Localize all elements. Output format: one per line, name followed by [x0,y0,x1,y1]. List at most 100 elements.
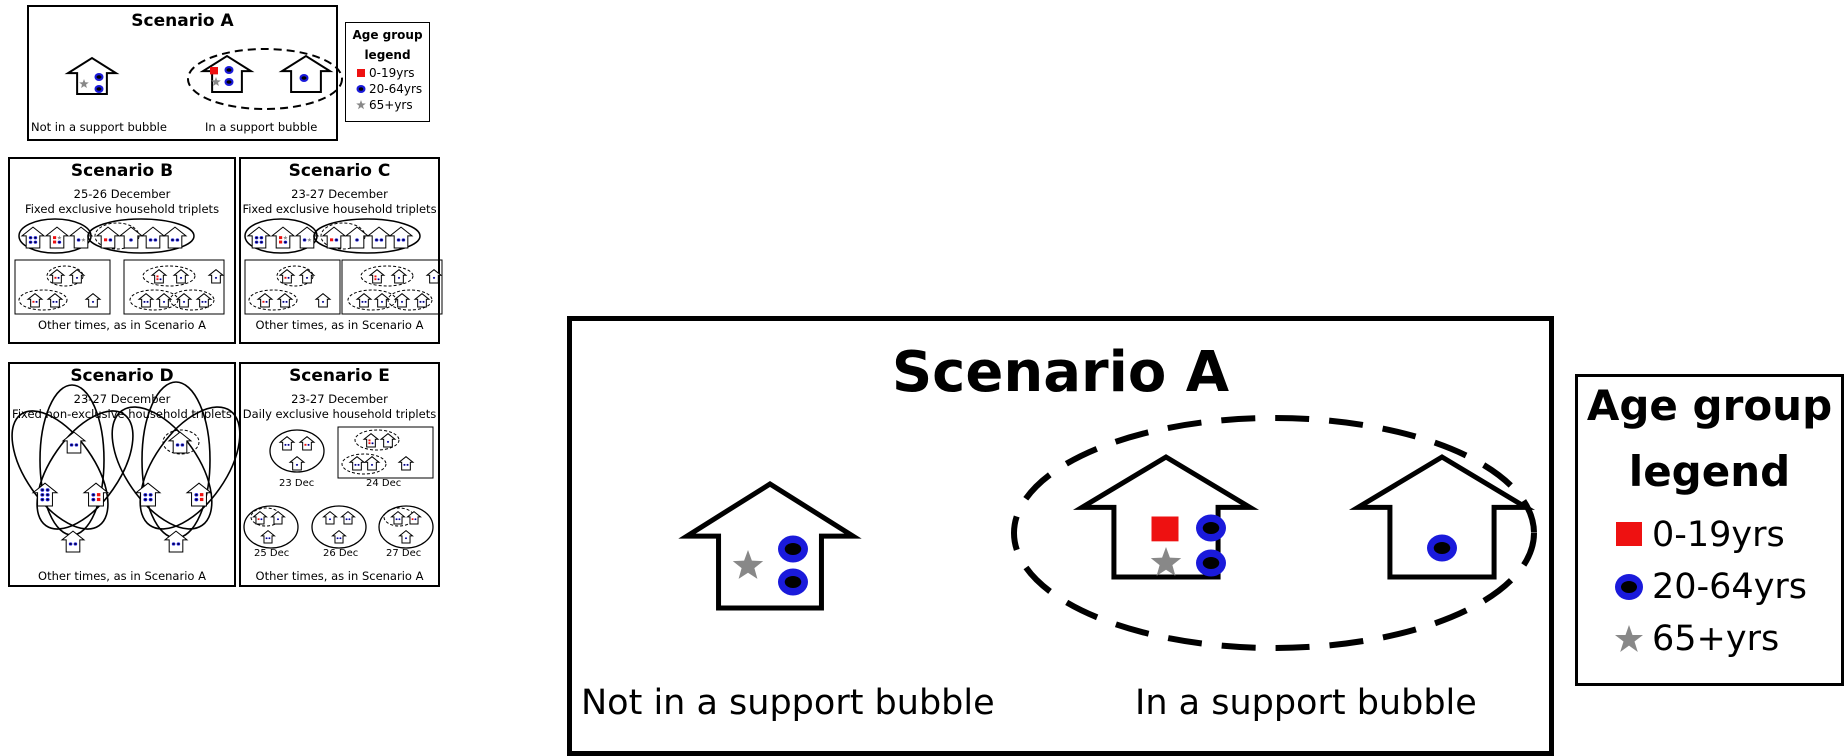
house-icon [256,293,274,308]
house-icon [390,269,408,284]
other-times-box [14,259,111,315]
adult-circle-core [336,537,339,539]
legend-item-child-small: 0-19yrs [356,65,429,81]
house-icon [355,293,373,308]
daily-bubble-25-dec [243,505,299,549]
house-icon [331,530,347,544]
house-icon [366,226,392,249]
adult-circle-core [34,237,37,239]
adult-circle-core [52,301,55,303]
scenario-d-description: Fixed non-exclusive household triplets [12,407,232,421]
adult-circle-core [784,543,802,555]
house-icon [276,293,294,308]
support-bubble-outline-small [187,48,343,110]
legend-title-small: Age group legend [346,25,429,65]
house-icon [363,456,381,471]
adult-circle-core [282,301,285,303]
adult-circle-core [322,301,324,303]
adult-circle-core [265,301,268,303]
scenario-e-footer: Other times, as in Scenario A [255,569,424,583]
child-red-square-icon [411,518,414,521]
day-label-24-dec: 24 Dec [366,478,402,489]
adult-circle-core [356,239,358,241]
mini-bubble [387,289,433,311]
legend-label-elderly-small: 65+yrs [369,98,413,112]
adult-circle-core [76,277,78,279]
adult-circle-core [403,464,406,466]
house-icon [298,269,316,284]
house-icon [278,54,334,93]
adult-circle-core [260,518,263,520]
elderly-grey-star-icon [211,77,221,86]
adult-circle-core [406,464,409,466]
house-icon [678,481,862,611]
scenario-e-panel: Scenario E 23-27 December Daily exclusiv… [239,362,440,587]
adult-circle-core [226,80,232,84]
adult-circle-core [387,441,389,443]
house-icon [425,269,443,284]
non-exclusive-bubble [139,406,241,530]
adult-circle-core [335,239,338,241]
adult-circle-core [215,277,217,279]
mini-bubble [46,265,84,287]
adult-circle-core [172,543,175,545]
house-icon [60,530,86,553]
adult-circle-core [371,464,373,466]
adult-circle-core [364,301,367,303]
adult-circle-core [260,241,263,243]
blue-circle-icon [1615,574,1643,600]
adult-circle-core [402,239,405,241]
adult-circle-core [96,75,102,79]
legend-item-adult-large: 20-64yrs [1614,561,1841,613]
house-icon [64,56,120,95]
adult-circle-core [296,464,298,466]
child-red-square-icon [368,442,371,445]
adult-circle-core [163,301,165,303]
adult-circle-core [397,239,400,241]
child-red-square-icon [262,300,265,303]
child-red-square-icon [374,278,377,281]
daily-bubble-27-dec [378,505,434,549]
adult-circle-core [268,537,271,539]
scenario-c-dates: 23-27 December [291,187,388,201]
mini-bubble [276,265,314,287]
house-icon [68,226,94,249]
legend-title-line2-small: legend [364,48,411,62]
scenario-d-footer: Other times, as in Scenario A [38,569,206,583]
adult-circle-core [303,239,306,241]
scenario-d-dates: 23-27 December [73,392,171,406]
mini-bubble [129,289,179,311]
house-icon [162,226,188,249]
legend-item-child-large: 0-19yrs [1614,509,1841,561]
legend-title-line2-large: legend [1628,447,1791,496]
adult-circle-core [181,444,184,446]
house-icon [362,433,380,448]
house-icon [172,269,190,284]
mini-bubble [162,429,200,455]
adult-circle-core [92,494,95,496]
child-red-square-icon [329,238,334,242]
legend-label-adult-small: 20-64yrs [369,82,423,96]
adult-circle-core [195,498,198,501]
house-icon [134,482,162,507]
blue-circle-icon [356,85,366,93]
scenario-c-title: Scenario C [288,161,391,181]
legend-label-adult-large: 20-64yrs [1652,567,1808,607]
adult-circle-core [57,277,60,279]
grey-star-icon [356,100,366,110]
adult-circle-core [287,277,290,279]
legend-item-elderly-small: 65+yrs [356,97,429,113]
mini-bubble [169,289,215,311]
child-red-square-icon [52,240,57,244]
adult-circle-core [348,518,351,520]
house-icon [84,293,102,308]
house-icon [61,431,87,454]
caption-not-in-bubble-small: Not in a support bubble [31,120,167,134]
adult-circle-core [1433,542,1451,554]
adult-circle-core [149,494,152,496]
adult-circle-core [146,301,149,303]
adult-circle-core [149,498,152,501]
adult-circle-core [361,301,364,303]
day-label-25-dec: 25 Dec [254,548,290,559]
